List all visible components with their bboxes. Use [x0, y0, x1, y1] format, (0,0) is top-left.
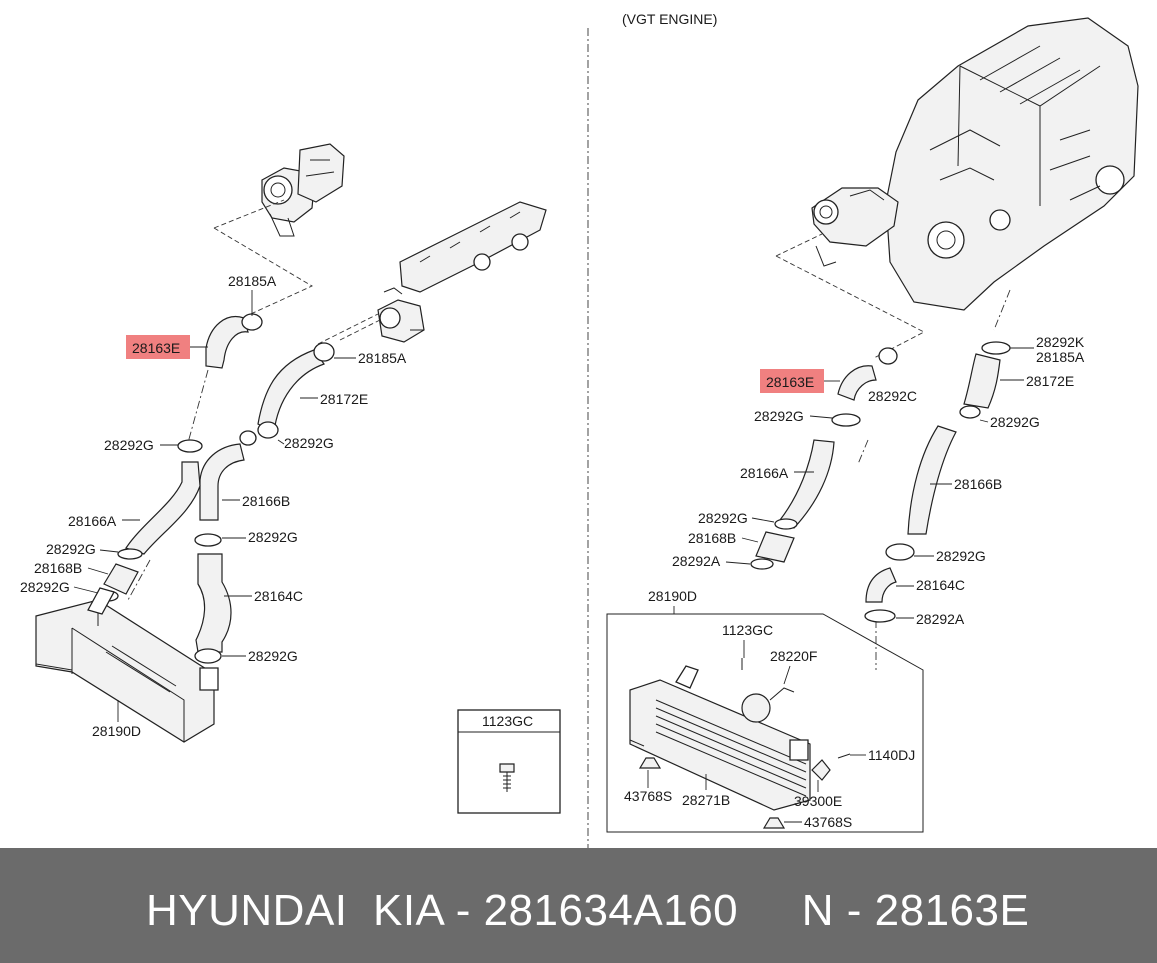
label-28292G-e-left: 28292G [20, 579, 70, 595]
right-intercooler-frame [606, 613, 924, 833]
label-28166B-right: 28166B [954, 476, 1002, 492]
label-28164C-right: 28164C [916, 577, 965, 593]
right-hose-28166A [779, 439, 835, 529]
label-28292G-c-left: 28292G [46, 541, 96, 557]
vgt-engine-caption: (VGT ENGINE) [622, 11, 717, 27]
label-1123GC-right: 1123GC [722, 622, 773, 638]
label-28190D-left: 28190D [92, 723, 141, 739]
right-hose-28163E [837, 365, 877, 401]
label-1140DJ-right: 1140DJ [868, 747, 915, 763]
left-clamp-28292G-b [257, 421, 279, 439]
left-hose-28166A [125, 461, 201, 555]
label-28172E-right: 28172E [1026, 373, 1074, 389]
label-28168B-right: 28168B [688, 530, 736, 546]
right-sleeve-28168B [755, 531, 795, 563]
right-clamp-28292K [981, 341, 1011, 355]
left-turbocharger [261, 143, 345, 237]
left-center-line [127, 369, 209, 601]
right-hose-28164C [865, 567, 897, 603]
left-egr-valve [377, 287, 425, 343]
left-clamp-28292G-c [117, 548, 143, 560]
left-clamp-28185A-top [241, 313, 263, 331]
right-clamp-28292G-c [774, 518, 798, 530]
label-28164C-left: 28164C [254, 588, 303, 604]
part-number-text: HYUNDAI KIA - 281634A160 N - 28163E [146, 886, 1030, 935]
right-hose-28172E [963, 353, 1001, 409]
label-28292K-right: 28292K [1036, 334, 1085, 350]
left-sleeve-28168B [103, 563, 139, 595]
label-28166A-left: 28166A [68, 513, 117, 529]
label-28172E-left: 28172E [320, 391, 368, 407]
inset-title: 1123GC [482, 713, 533, 729]
right-clamp-28292G-a [831, 413, 861, 427]
right-mount-43768S-a [638, 757, 662, 769]
label-43768S-a-right: 43768S [624, 788, 672, 804]
right-intercooler-28271B [629, 665, 811, 811]
right-sensor-28220F [741, 687, 795, 723]
left-manifold-link [317, 313, 381, 345]
label-28292G-b-left: 28292G [284, 435, 334, 451]
highlight-28163E-right [760, 369, 824, 393]
label-28166B-left: 28166B [242, 493, 290, 509]
right-center-line [857, 289, 1011, 670]
right-labels: 28292K 28185A 28163E 28172E 28292C 28292… [624, 334, 1085, 830]
right-clamp-28292A-b [864, 609, 896, 623]
left-clamp-28292G-a [177, 439, 203, 453]
label-28271B-right: 28271B [682, 792, 730, 808]
label-28163E-left: 28163E [132, 340, 180, 356]
left-clamp-28292G-f [194, 648, 222, 664]
right-clamp-28292G-d [885, 543, 915, 561]
left-inset-1123GC: 1123GC [457, 709, 561, 814]
label-28190D-right: 28190D [648, 588, 697, 604]
right-bolt-1140DJ [837, 753, 851, 759]
left-exhaust-manifold [399, 201, 547, 293]
left-intercooler-28190D [35, 587, 219, 743]
label-28292G-d-left: 28292G [248, 529, 298, 545]
label-28292G-a-left: 28292G [104, 437, 154, 453]
left-hose-28166B [199, 443, 245, 521]
label-39300E-right: 39300E [794, 793, 842, 809]
left-clamp-28292G-b2 [239, 430, 257, 446]
right-clamp-28292A-a [750, 558, 774, 570]
label-28166A-right: 28166A [740, 465, 789, 481]
left-clamp-28185A-mid [313, 342, 335, 362]
left-hose-28163E [205, 316, 249, 369]
label-28163E-right: 28163E [766, 374, 814, 390]
label-28292A-b-right: 28292A [916, 611, 965, 627]
right-turbocharger [811, 187, 899, 267]
left-turbo-link [213, 199, 313, 319]
exploded-parts-diagram: (VGT ENGINE) [20, 11, 1139, 848]
right-engine-block [885, 17, 1139, 311]
label-28292G-c-right: 28292G [698, 510, 748, 526]
label-28185A-right: 28185A [1036, 349, 1085, 365]
left-clamp-28292G-d [194, 533, 222, 547]
label-28292C-right: 28292C [868, 388, 917, 404]
label-28185A-top: 28185A [228, 273, 277, 289]
left-hose-28172E [257, 349, 325, 433]
left-labels: 28185A 28163E 28185A 28172E 28292G 28292… [20, 273, 407, 739]
left-hose-28164C [195, 553, 232, 653]
highlight-28163E-left [126, 335, 190, 359]
label-28292G-a-right: 28292G [754, 408, 804, 424]
label-28292A-a-right: 28292A [672, 553, 721, 569]
label-43768S-b-right: 43768S [804, 814, 852, 830]
label-28185A-mid: 28185A [358, 350, 407, 366]
label-28220F-right: 28220F [770, 648, 817, 664]
right-hose-28166B [907, 425, 957, 535]
right-mount-43768S-b [762, 817, 786, 829]
right-clamp-28292C [878, 347, 898, 365]
label-28292G-d-right: 28292G [936, 548, 986, 564]
label-28292G-f-left: 28292G [248, 648, 298, 664]
part-number-footer: HYUNDAI KIA - 281634A160 N - 28163E [0, 848, 1157, 963]
right-sensor-39300E [811, 759, 831, 781]
right-clamp-28292G-b [959, 405, 981, 419]
label-28168B-left: 28168B [34, 560, 82, 576]
label-28292G-b-right: 28292G [990, 414, 1040, 430]
